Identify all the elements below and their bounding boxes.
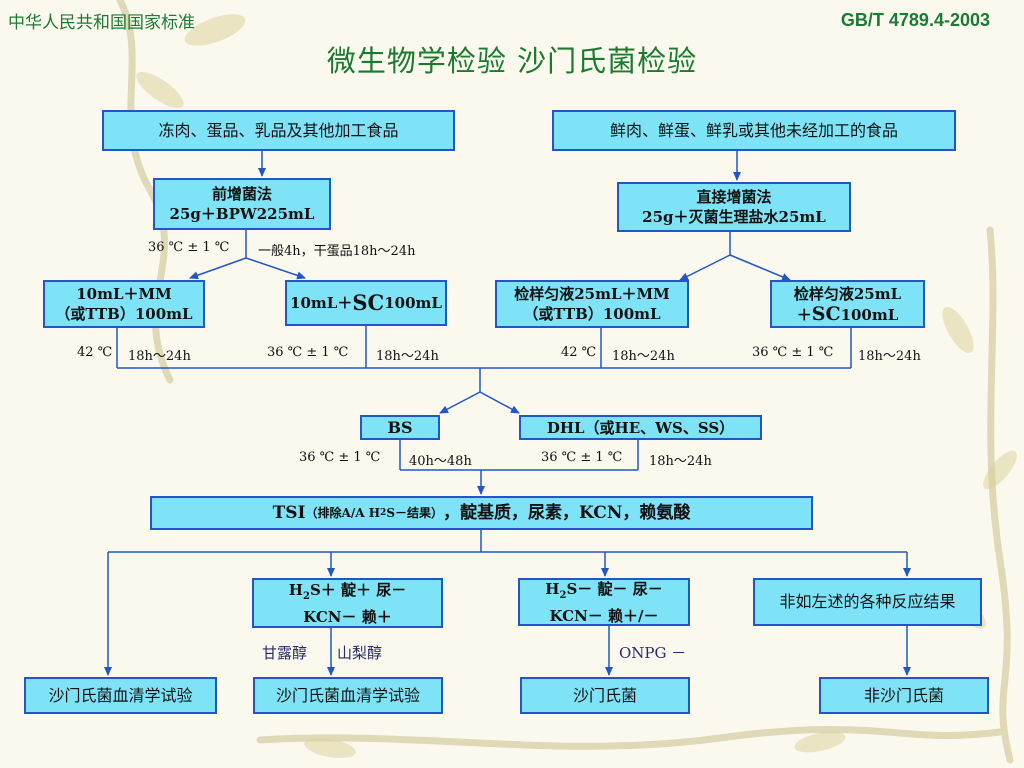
cond-mm-left-temp: 42 ℃ (77, 345, 113, 360)
sc-right-part3: 100mL (840, 305, 899, 324)
cond-dhl-time: 18h～24h (649, 454, 712, 469)
box-h2s-negative: H2S－ 靛－ 尿－ KCN－ 赖＋/－ (518, 578, 690, 626)
cond-bs-temp: 36 ℃ ± 1 ℃ (299, 450, 381, 465)
h2s-pos-line2: KCN－ 赖＋ (303, 607, 392, 626)
salmonella-text: 沙门氏菌 (572, 685, 637, 705)
cond-sc-left-time: 18h～24h (376, 349, 439, 364)
serum-test-1-text: 沙门氏菌血清学试验 (48, 685, 193, 705)
cond-mm-right-time: 18h～24h (612, 349, 675, 364)
box-serum-test-2: 沙门氏菌血清学试验 (253, 677, 443, 714)
sc-left-part1: 10mL＋ (290, 294, 353, 312)
sc-right-line1: 检样匀液25mL (793, 284, 902, 303)
cond-bs-time: 40h～48h (409, 454, 472, 469)
tsi-exclusion-b: S－结果） (386, 506, 443, 520)
h2s-neg-line2: KCN－ 赖＋/－ (549, 606, 659, 625)
dhl-text: DHL（或HE、WS、SS） (546, 418, 735, 437)
tsi-sub: 2 (380, 508, 387, 518)
mm-left-line1: 10mL＋MM (76, 285, 172, 303)
label-sorbitol: 山梨醇 (337, 644, 383, 662)
pre-enrich-line1: 前增菌法 (211, 185, 272, 203)
label-onpg: ONPG － (619, 644, 687, 662)
fresh-foods-text: 鲜肉、鲜蛋、鲜乳或其他未经加工的食品 (609, 120, 898, 140)
box-mm-left: 10mL＋MM （或TTB）100mL (43, 280, 205, 328)
box-sc-right: 检样匀液25mL ＋SC100mL (770, 280, 925, 328)
cond-sc-right-temp: 36 ℃ ± 1 ℃ (752, 345, 834, 360)
box-pre-enrichment: 前增菌法 25g＋BPW225mL (153, 178, 331, 230)
tsi-label: TSI (272, 503, 306, 523)
arrow-direct-to-mm (679, 254, 731, 281)
page-title: 微生物学检验 沙门氏菌检验 (326, 44, 698, 78)
arrow-pre-to-sc (245, 257, 306, 280)
sc-right-line2: ＋SC100mL (797, 304, 899, 325)
cond-pre-time: 一般4h，干蛋品18h～24h (258, 244, 416, 259)
sc-left-part2: SC (352, 290, 385, 315)
arrow-to-bs (439, 391, 481, 414)
cond-sc-right-time: 18h～24h (858, 349, 921, 364)
non-salmonella-text: 非沙门氏菌 (863, 685, 944, 705)
box-serum-test-1: 沙门氏菌血清学试验 (24, 677, 217, 714)
box-h2s-positive: H2S＋ 靛＋ 尿－ KCN－ 赖＋ (252, 578, 443, 628)
arrow-direct-to-sc (729, 254, 791, 281)
h2s-neg-h: H (545, 579, 560, 598)
h2s-pos-line1: S＋ 靛＋ 尿－ (309, 580, 407, 599)
label-mannitol: 甘露醇 (262, 644, 308, 662)
serum-test-2-text: 沙门氏菌血清学试验 (275, 685, 420, 705)
box-processed-foods: 冻肉、蛋品、乳品及其他加工食品 (102, 110, 455, 151)
box-mm-right: 检样匀液25mL＋MM （或TTB）100mL (495, 280, 689, 328)
h2s-pos-sub: 2 (302, 590, 310, 602)
box-non-salmonella: 非沙门氏菌 (819, 677, 989, 714)
cond-pre-temp: 36 ℃ ± 1 ℃ (148, 240, 230, 255)
box-salmonella: 沙门氏菌 (520, 677, 690, 714)
direct-enrich-line2: 25g＋灭菌生理盐水25mL (642, 208, 826, 226)
sc-left-part3: 100mL (384, 294, 442, 312)
box-other-reactions: 非如左述的各种反应结果 (753, 578, 982, 626)
standard-number: GB/T 4789.4-2003 (840, 10, 990, 30)
h2s-neg-sub: 2 (559, 589, 567, 601)
box-fresh-foods: 鲜肉、鲜蛋、鲜乳或其他未经加工的食品 (552, 110, 956, 151)
sc-right-part1: ＋ (796, 305, 812, 324)
h2s-neg-line1: S－ 靛－ 尿－ (566, 579, 663, 598)
bs-text: BS (387, 417, 413, 437)
box-bs: BS (360, 415, 440, 440)
direct-enrich-line1: 直接增菌法 (696, 188, 772, 206)
standard-category-label: 中华人民共和国国家标准 (8, 13, 195, 33)
other-reactions-text: 非如左述的各种反应结果 (779, 592, 956, 611)
box-dhl: DHL（或HE、WS、SS） (519, 415, 762, 440)
mm-left-line2: （或TTB）100mL (55, 305, 193, 323)
arrow-pre-to-mm (189, 257, 247, 280)
tsi-tests: ，靛基质，尿素，KCN，赖氨酸 (442, 503, 691, 523)
mm-right-line1: 检样匀液25mL＋MM (514, 285, 670, 303)
cond-mm-left-time: 18h～24h (128, 349, 191, 364)
h2s-pos-h: H (288, 580, 303, 599)
processed-foods-text: 冻肉、蛋品、乳品及其他加工食品 (158, 120, 399, 140)
arrow-to-dhl (479, 391, 520, 414)
condition-dividers (116, 238, 852, 662)
mm-right-line2: （或TTB）100mL (523, 305, 661, 323)
cond-mm-right-temp: 42 ℃ (561, 345, 597, 360)
box-direct-enrichment: 直接增菌法 25g＋灭菌生理盐水25mL (617, 182, 851, 232)
pre-enrich-line2: 25g＋BPW225mL (169, 205, 315, 223)
cond-sc-left-temp: 36 ℃ ± 1 ℃ (267, 345, 349, 360)
tsi-exclusion-a: （排除A/A H (305, 506, 381, 520)
sc-right-part2: SC (811, 302, 841, 325)
cond-dhl-temp: 36 ℃ ± 1 ℃ (541, 450, 623, 465)
